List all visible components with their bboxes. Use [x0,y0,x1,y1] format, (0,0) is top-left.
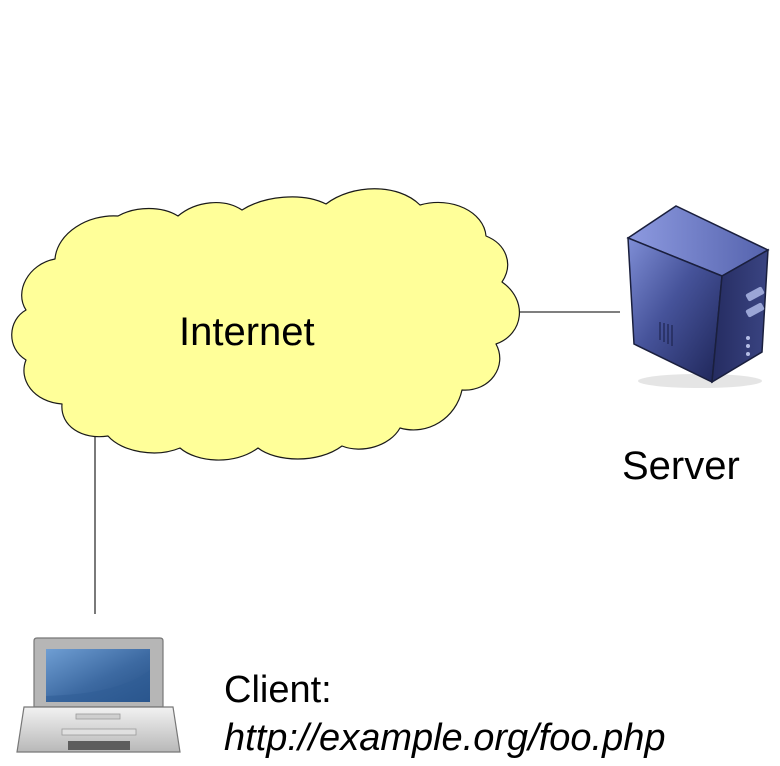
laptop-icon [16,637,181,753]
internet-label: Internet [179,310,315,354]
server-label: Server [622,444,740,488]
server-tower-icon [626,205,770,388]
client-label: Client: [224,669,332,711]
internet-cloud-icon [11,188,520,461]
client-url: http://example.org/foo.php [224,717,666,759]
